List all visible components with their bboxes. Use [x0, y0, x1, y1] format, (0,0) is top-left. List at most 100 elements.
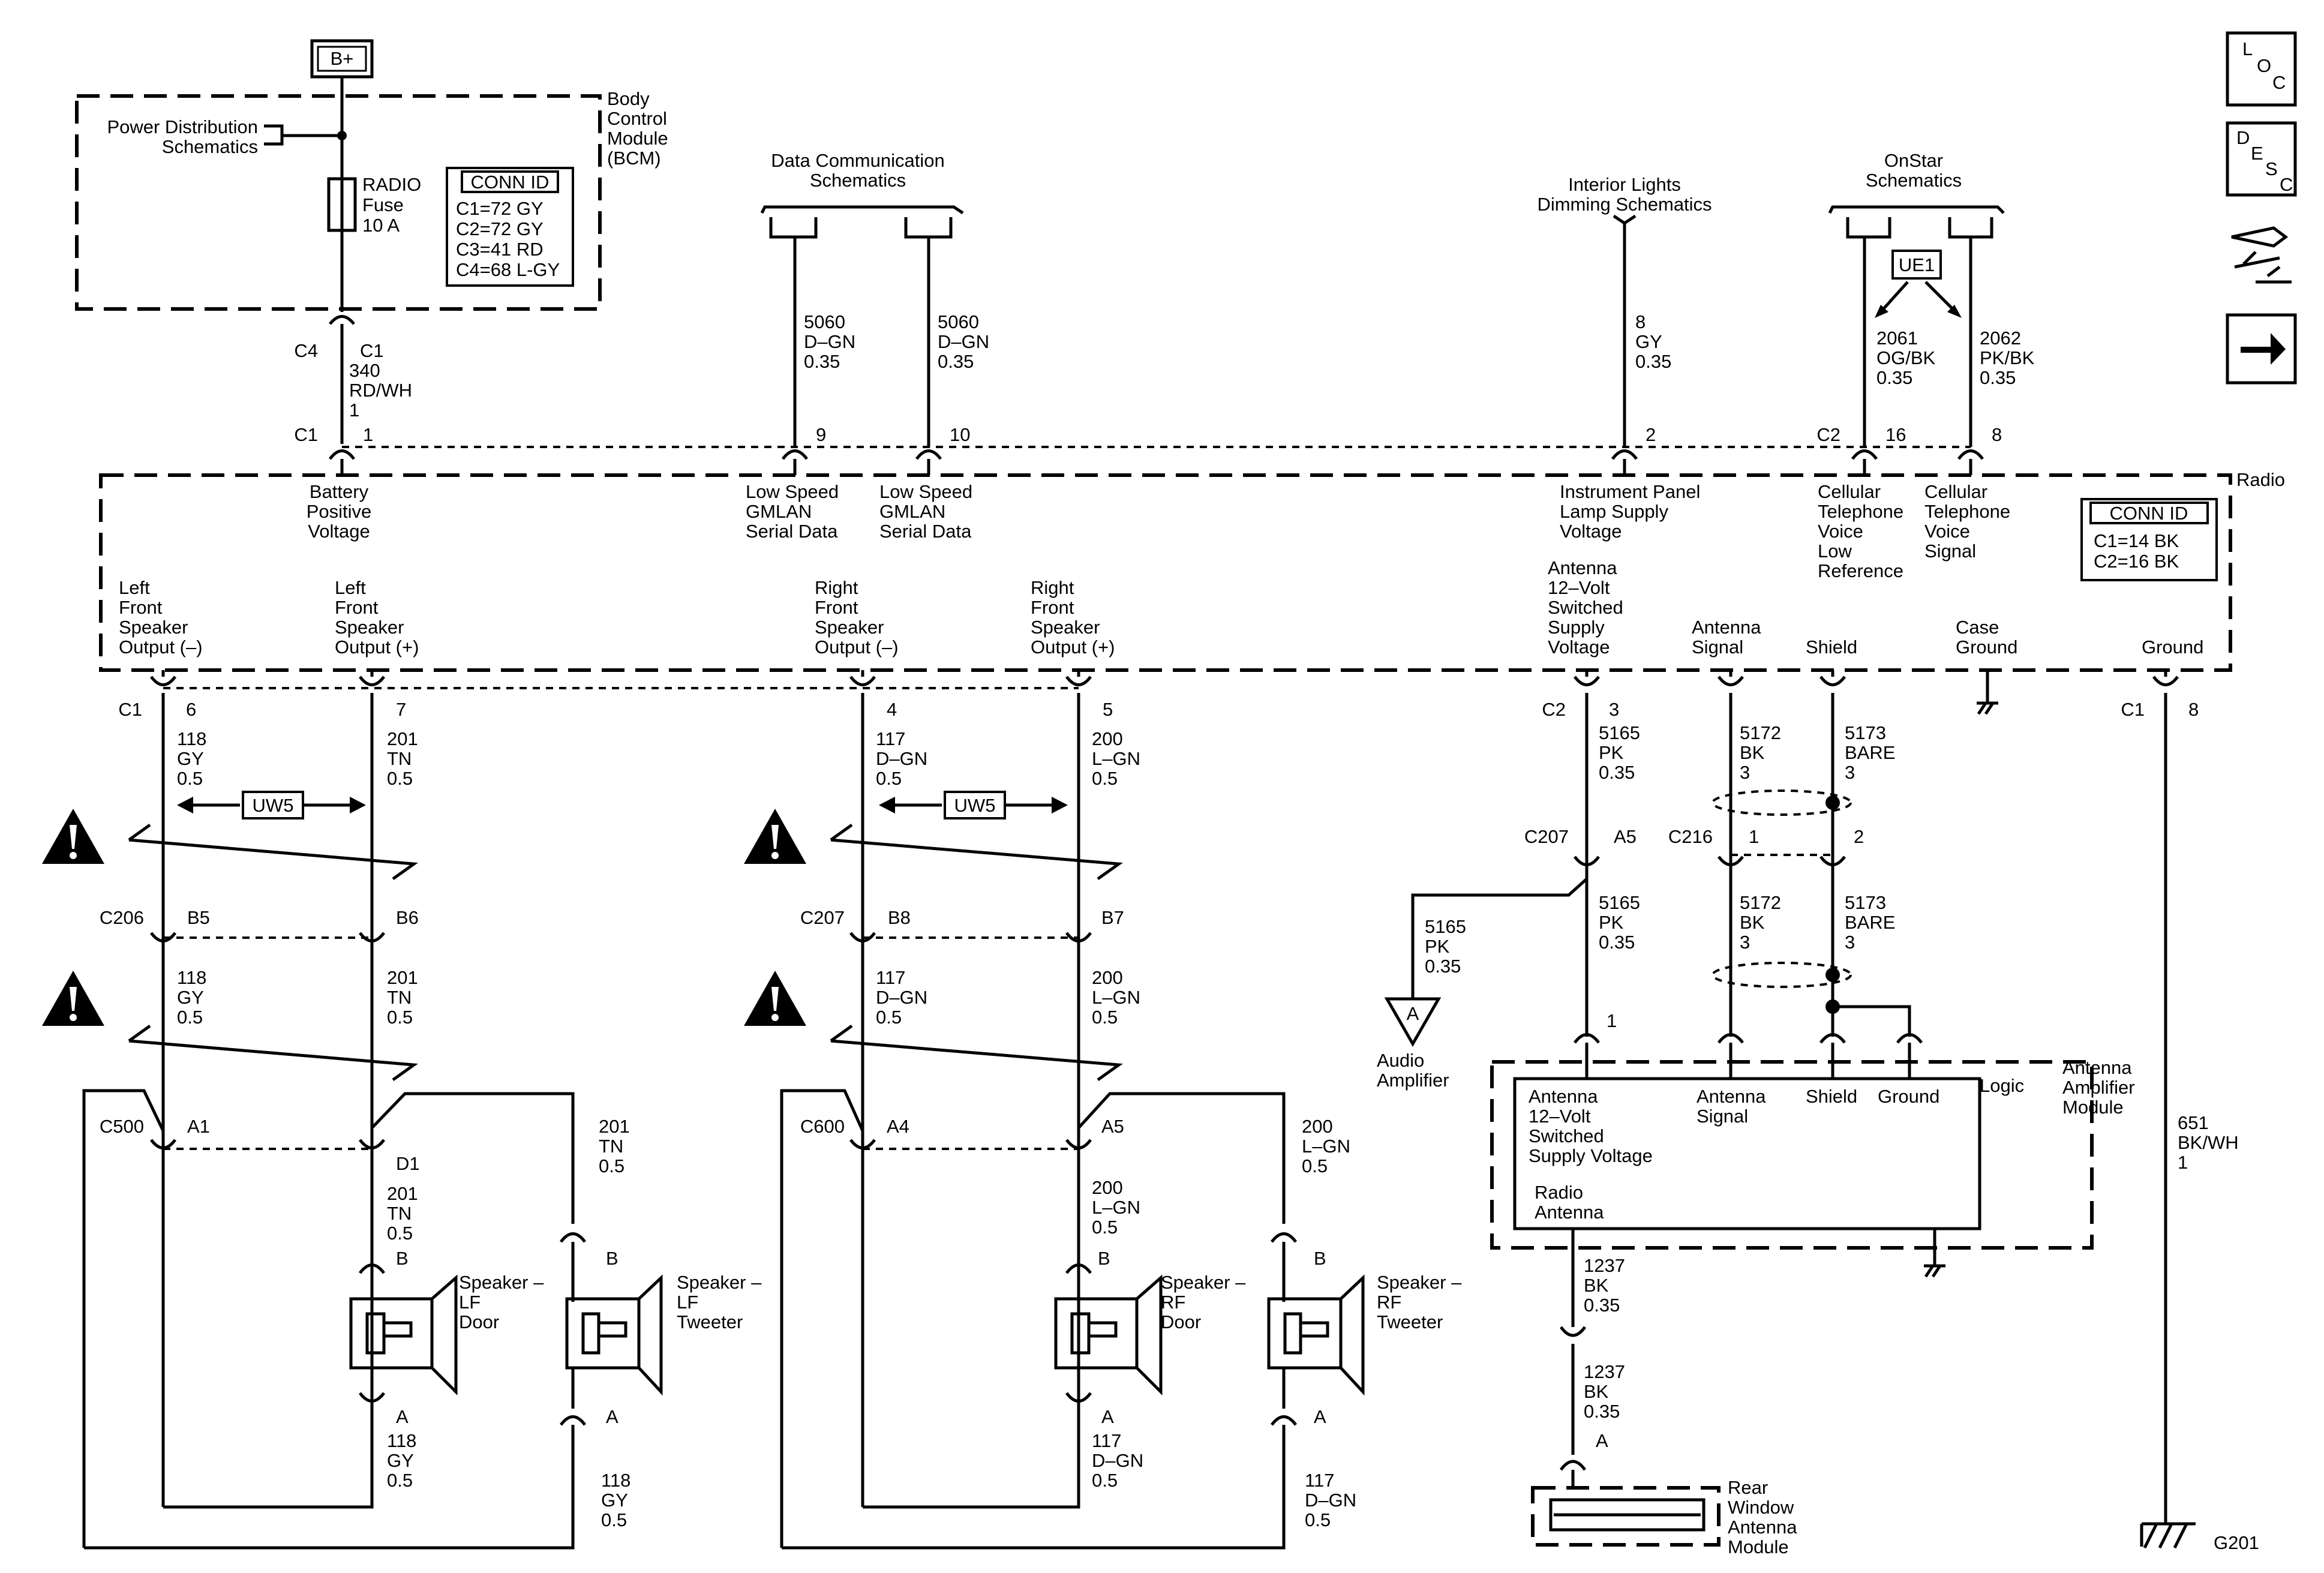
w2062-1: 2062	[1980, 328, 2021, 349]
ant-w5172-1: 5172	[1740, 722, 1781, 743]
radio-pin-6: 6	[186, 699, 196, 720]
speaker-lf-tweeter-icon	[565, 1274, 663, 1396]
rf-w200b-1: 200	[1092, 967, 1123, 988]
lbl-antsig-1: Antenna	[1692, 617, 1761, 638]
bcm-conn-2: C2=72 GY	[456, 218, 544, 239]
rear-window-antenna-element	[1549, 1498, 1706, 1532]
radio-title: Radio	[2236, 469, 2285, 490]
lbl-ant-5: Voltage	[1548, 637, 1610, 658]
lbl-cs-4: Signal	[1924, 541, 1976, 562]
w651-3: 1	[2178, 1152, 2188, 1173]
rf-w117d-2: D–GN	[1305, 1490, 1356, 1511]
rf-w117c-3: 0.5	[1092, 1470, 1118, 1491]
lf-w201c-3: 0.5	[387, 1223, 413, 1244]
lbl-cl-1: Cellular	[1818, 481, 1881, 502]
radio-dashed-box	[99, 473, 2232, 672]
ant-w5165-1: 5165	[1599, 722, 1640, 743]
pds-label-1: Power Distribution	[107, 116, 258, 137]
rf-w117b-1: 117	[876, 967, 905, 988]
w5060a-3: 0.35	[804, 351, 840, 372]
lbl-cl-2: Telephone	[1818, 501, 1903, 522]
amp-module-1: Antenna	[2062, 1057, 2132, 1078]
lbl-rfp-1: Right	[1031, 577, 1074, 598]
rf-tw-3: Tweeter	[1377, 1311, 1443, 1332]
rf-door-3: Door	[1161, 1311, 1201, 1332]
amp-module-2: Amplifier	[2062, 1077, 2135, 1098]
ant-w5172b-2: BK	[1740, 912, 1765, 933]
rf-w200-2: L–GN	[1092, 748, 1140, 769]
lf-w201d-1: 201	[599, 1116, 630, 1137]
ant-w5173b-1: 5173	[1845, 892, 1886, 913]
ant-w5173b-2: BARE	[1845, 912, 1895, 933]
w5060b-1: 5060	[938, 311, 979, 332]
warning-icon-2	[42, 971, 104, 1026]
warning-icon-3	[744, 809, 806, 864]
radio-conn-title: CONN ID	[2110, 503, 2188, 524]
c206-label: C206	[100, 907, 144, 928]
w5060a-2: D–GN	[804, 331, 855, 352]
radio-c1-ground: C1	[2121, 699, 2145, 720]
radio-bottom-connectors	[149, 670, 2179, 686]
lbl-ant-2: 12–Volt	[1548, 577, 1610, 598]
w8gy-1: 8	[1635, 311, 1646, 332]
w1237a-2: BK	[1584, 1275, 1609, 1296]
lf-w118d-1: 118	[601, 1470, 630, 1491]
lbl-rfm-1: Right	[815, 577, 858, 598]
ant-w5172b-3: 3	[1740, 932, 1750, 953]
ue1-box	[1891, 250, 1942, 280]
lf-w118b-1: 118	[177, 967, 206, 988]
svg-text:L: L	[2242, 38, 2253, 59]
loc-icon[interactable]: L O C	[2226, 31, 2297, 107]
w1237b-3: 0.35	[1584, 1401, 1620, 1422]
lbl-bat-1: Battery	[310, 481, 369, 502]
bcm-label-4: (BCM)	[607, 148, 661, 169]
next-arrow-icon[interactable]	[2226, 313, 2297, 385]
module-ground-icon	[1924, 1229, 1945, 1278]
lf-w201-3: 0.5	[387, 768, 413, 789]
radio-pin-9: 9	[816, 424, 826, 445]
rf-w117c-2: D–GN	[1092, 1450, 1143, 1471]
g201-label: G201	[2214, 1532, 2259, 1553]
w8gy-2: GY	[1635, 331, 1662, 352]
lf-tw-3: Tweeter	[677, 1311, 743, 1332]
ant-c207-label: C207	[1524, 826, 1569, 847]
mod-shield: Shield	[1806, 1086, 1857, 1107]
bcm-label-1: Body	[607, 88, 650, 109]
amp-module-3: Module	[2062, 1097, 2124, 1118]
rf-w117c-1: 117	[1092, 1430, 1121, 1451]
rf-w117b-2: D–GN	[876, 987, 927, 1008]
c4-label: C4	[294, 340, 318, 361]
ant-w5165c-3: 0.35	[1425, 956, 1461, 977]
rf-pin-a1: A	[1101, 1406, 1114, 1427]
ant-module-pin-1: 1	[1607, 1010, 1617, 1031]
antenna-amp-dashed-box	[1490, 1060, 2094, 1250]
ant-w5165-3: 0.35	[1599, 762, 1635, 783]
repair-tools-icon[interactable]	[2231, 226, 2292, 284]
lbl-ip-3: Voltage	[1560, 521, 1622, 542]
warning-icon-1	[42, 809, 104, 864]
lf-door-3: Door	[459, 1311, 499, 1332]
lbl-cs-2: Telephone	[1924, 501, 2010, 522]
radio-pin-2: 2	[1646, 424, 1656, 445]
radio-pin-8b: 8	[2188, 699, 2199, 720]
lbl-case-1: Case	[1956, 617, 1999, 638]
radio-c2-top: C2	[1816, 424, 1840, 445]
radio-pin-1: 1	[363, 424, 373, 445]
lbl-ground: Ground	[2142, 637, 2203, 658]
rf-uw5-label: UW5	[954, 795, 996, 816]
lbl-lfp-1: Left	[335, 577, 366, 598]
ant-w5165c-1: 5165	[1425, 916, 1466, 937]
lbl-rfp-4: Output (+)	[1031, 637, 1115, 658]
lbl-ant-4: Supply	[1548, 617, 1605, 638]
c600-label: C600	[800, 1116, 845, 1137]
rf-w200d-1: 200	[1302, 1116, 1333, 1137]
b8-label: B8	[888, 907, 911, 928]
rf-pin-b2: B	[1314, 1248, 1326, 1269]
lbl-gm2-2: GMLAN	[879, 501, 945, 522]
lf-w201d-3: 0.5	[599, 1155, 624, 1176]
c216-pin-1: 1	[1749, 826, 1759, 847]
desc-icon[interactable]: D E S C	[2226, 121, 2297, 197]
rear-2: Window	[1728, 1497, 1794, 1518]
fuse-label-2: Fuse	[362, 194, 404, 215]
w2061-3: 0.35	[1876, 367, 1912, 388]
